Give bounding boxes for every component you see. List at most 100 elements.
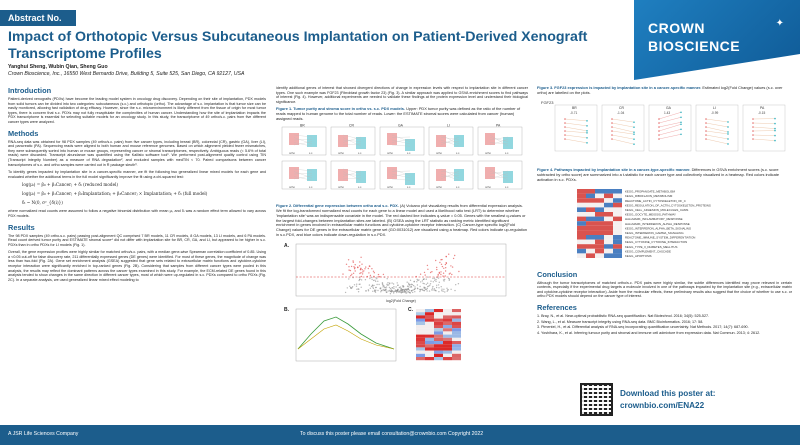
heatmap-cell xyxy=(434,354,443,358)
volcano-point xyxy=(442,279,445,282)
fig4-pathway-label: KEGG_CELL_ADHESION_MOLECULES_CAMS xyxy=(625,208,688,212)
fig4-heatmap-cell xyxy=(604,202,613,207)
fig1-ortho-box xyxy=(338,169,348,182)
volcano-point xyxy=(442,291,444,293)
reference-item: 1. Bray, N., et al. Near-optimal probabi… xyxy=(537,313,710,318)
heatmap-cell xyxy=(452,331,461,336)
fig4-heatmap-cell xyxy=(613,193,622,198)
volcano-point xyxy=(391,291,393,293)
volcano-point xyxy=(387,290,389,293)
qr-code-icon[interactable] xyxy=(580,383,613,416)
volcano-point xyxy=(414,291,416,293)
heatmap-cell xyxy=(443,325,452,329)
heatmap-cell xyxy=(443,357,452,361)
figure-2-caption-text: (A) Volcano plot visualizing results fro… xyxy=(276,203,528,237)
volcano-point xyxy=(408,284,410,286)
volcano-point xyxy=(416,284,419,287)
fig1-sc-box xyxy=(454,169,464,182)
heatmap-cell xyxy=(425,325,434,329)
footer-bar: A JSR Life Sciences Company To discuss t… xyxy=(0,425,800,445)
fig1-pair-line xyxy=(391,173,411,178)
volcano-point xyxy=(371,268,373,270)
fig4-heatmap-cell xyxy=(595,197,604,203)
fig1-pair-line xyxy=(391,179,411,181)
fig1-pair-line xyxy=(293,141,313,146)
heatmap-cell xyxy=(434,309,443,313)
heatmap-cell xyxy=(443,315,452,320)
fig4-heatmap-cell xyxy=(604,220,613,226)
volcano-point xyxy=(348,278,350,281)
fig4-heatmap-cell xyxy=(595,216,604,221)
volcano-point xyxy=(427,276,429,279)
volcano-point xyxy=(423,283,425,285)
heatmap-cell xyxy=(443,341,452,345)
fig4-pathway-label: REACTOME_ACTIN_CYTOSKELETON_OF_C xyxy=(625,198,686,202)
fig3-ortho-point xyxy=(658,134,660,137)
download-url-link[interactable]: crownbio.com/ENA22 xyxy=(620,401,705,410)
figure-2-panels: A. log2(Fold Change) B. C. xyxy=(284,243,507,362)
fig3-sc-point xyxy=(633,143,635,146)
fig4-heatmap-cell xyxy=(613,229,622,235)
intro-heading: Introduction xyxy=(8,86,52,95)
volcano-point xyxy=(454,290,456,292)
fig1-xlabel: ortho xyxy=(485,185,491,189)
volcano-point xyxy=(384,287,386,289)
fig3-sc-point xyxy=(633,126,635,129)
volcano-point xyxy=(391,282,393,285)
fig3-sc-point xyxy=(680,123,682,126)
fig3-ortho-point xyxy=(752,126,754,129)
volcano-point xyxy=(349,270,352,272)
volcano-point xyxy=(409,284,411,286)
fig3-panel-title: CR xyxy=(619,106,624,110)
volcano-point xyxy=(374,291,377,294)
fig3-panel-frame xyxy=(554,105,598,152)
volcano-point xyxy=(354,270,356,273)
fig4-heatmap-cell xyxy=(577,234,586,240)
volcano-point xyxy=(424,274,426,277)
heatmap-cell xyxy=(425,341,434,345)
fig3-pair-line xyxy=(705,127,729,133)
fig3-ortho-point xyxy=(705,126,707,129)
fig1-pair-line xyxy=(391,139,411,144)
fig3-sc-point xyxy=(727,131,729,134)
volcano-point xyxy=(368,284,371,287)
fig4-heatmap-cell xyxy=(586,225,595,230)
fig1-xlabel: s.c. xyxy=(505,152,509,155)
volcano-point xyxy=(401,291,403,293)
volcano-point xyxy=(349,286,351,288)
volcano-point xyxy=(387,284,390,287)
references-heading: References xyxy=(537,302,577,312)
volcano-point xyxy=(436,269,438,271)
volcano-point xyxy=(363,270,365,273)
volcano-point xyxy=(382,285,384,287)
figure-3-caption-text: Estimated log2(Fold Change) values (s.c.… xyxy=(537,85,783,95)
heatmap-cell xyxy=(434,338,443,342)
volcano-point xyxy=(393,286,395,288)
fig4-heatmap-cell xyxy=(613,252,622,258)
volcano-point xyxy=(361,263,363,266)
figure-4-caption-title: Figure 4. Pathways impacted by implantat… xyxy=(537,167,691,173)
heatmap-cell xyxy=(416,319,425,323)
fig1-panel-title: LI xyxy=(447,124,450,128)
logo-line2: BIOSCIENCE xyxy=(648,38,741,54)
volcano-point xyxy=(406,289,408,291)
volcano-point xyxy=(396,289,399,292)
fig1-pair-line xyxy=(342,174,362,177)
volcano-point xyxy=(441,266,444,268)
volcano-point xyxy=(372,286,374,289)
fig3-sc-point xyxy=(586,120,588,123)
volcano-point xyxy=(371,285,374,287)
volcano-point xyxy=(408,289,411,292)
fig3-sc-point xyxy=(586,125,588,128)
heatmap-cell xyxy=(434,341,443,345)
volcano-point xyxy=(372,280,375,282)
fig3-fold-change-label: 1.43 xyxy=(664,111,670,115)
heatmap-cell xyxy=(416,347,425,352)
fig4-pathway-label: KEGG_INTERFERON_GAMMA_SIGNALING xyxy=(625,231,684,235)
fig3-panel-frame xyxy=(742,105,786,152)
fig4-heatmap-cell xyxy=(577,225,586,230)
volcano-point xyxy=(409,286,411,289)
methods-heading: Methods xyxy=(8,128,39,138)
fig4-heatmap-cell xyxy=(577,243,586,249)
heatmap-cell xyxy=(425,357,434,361)
